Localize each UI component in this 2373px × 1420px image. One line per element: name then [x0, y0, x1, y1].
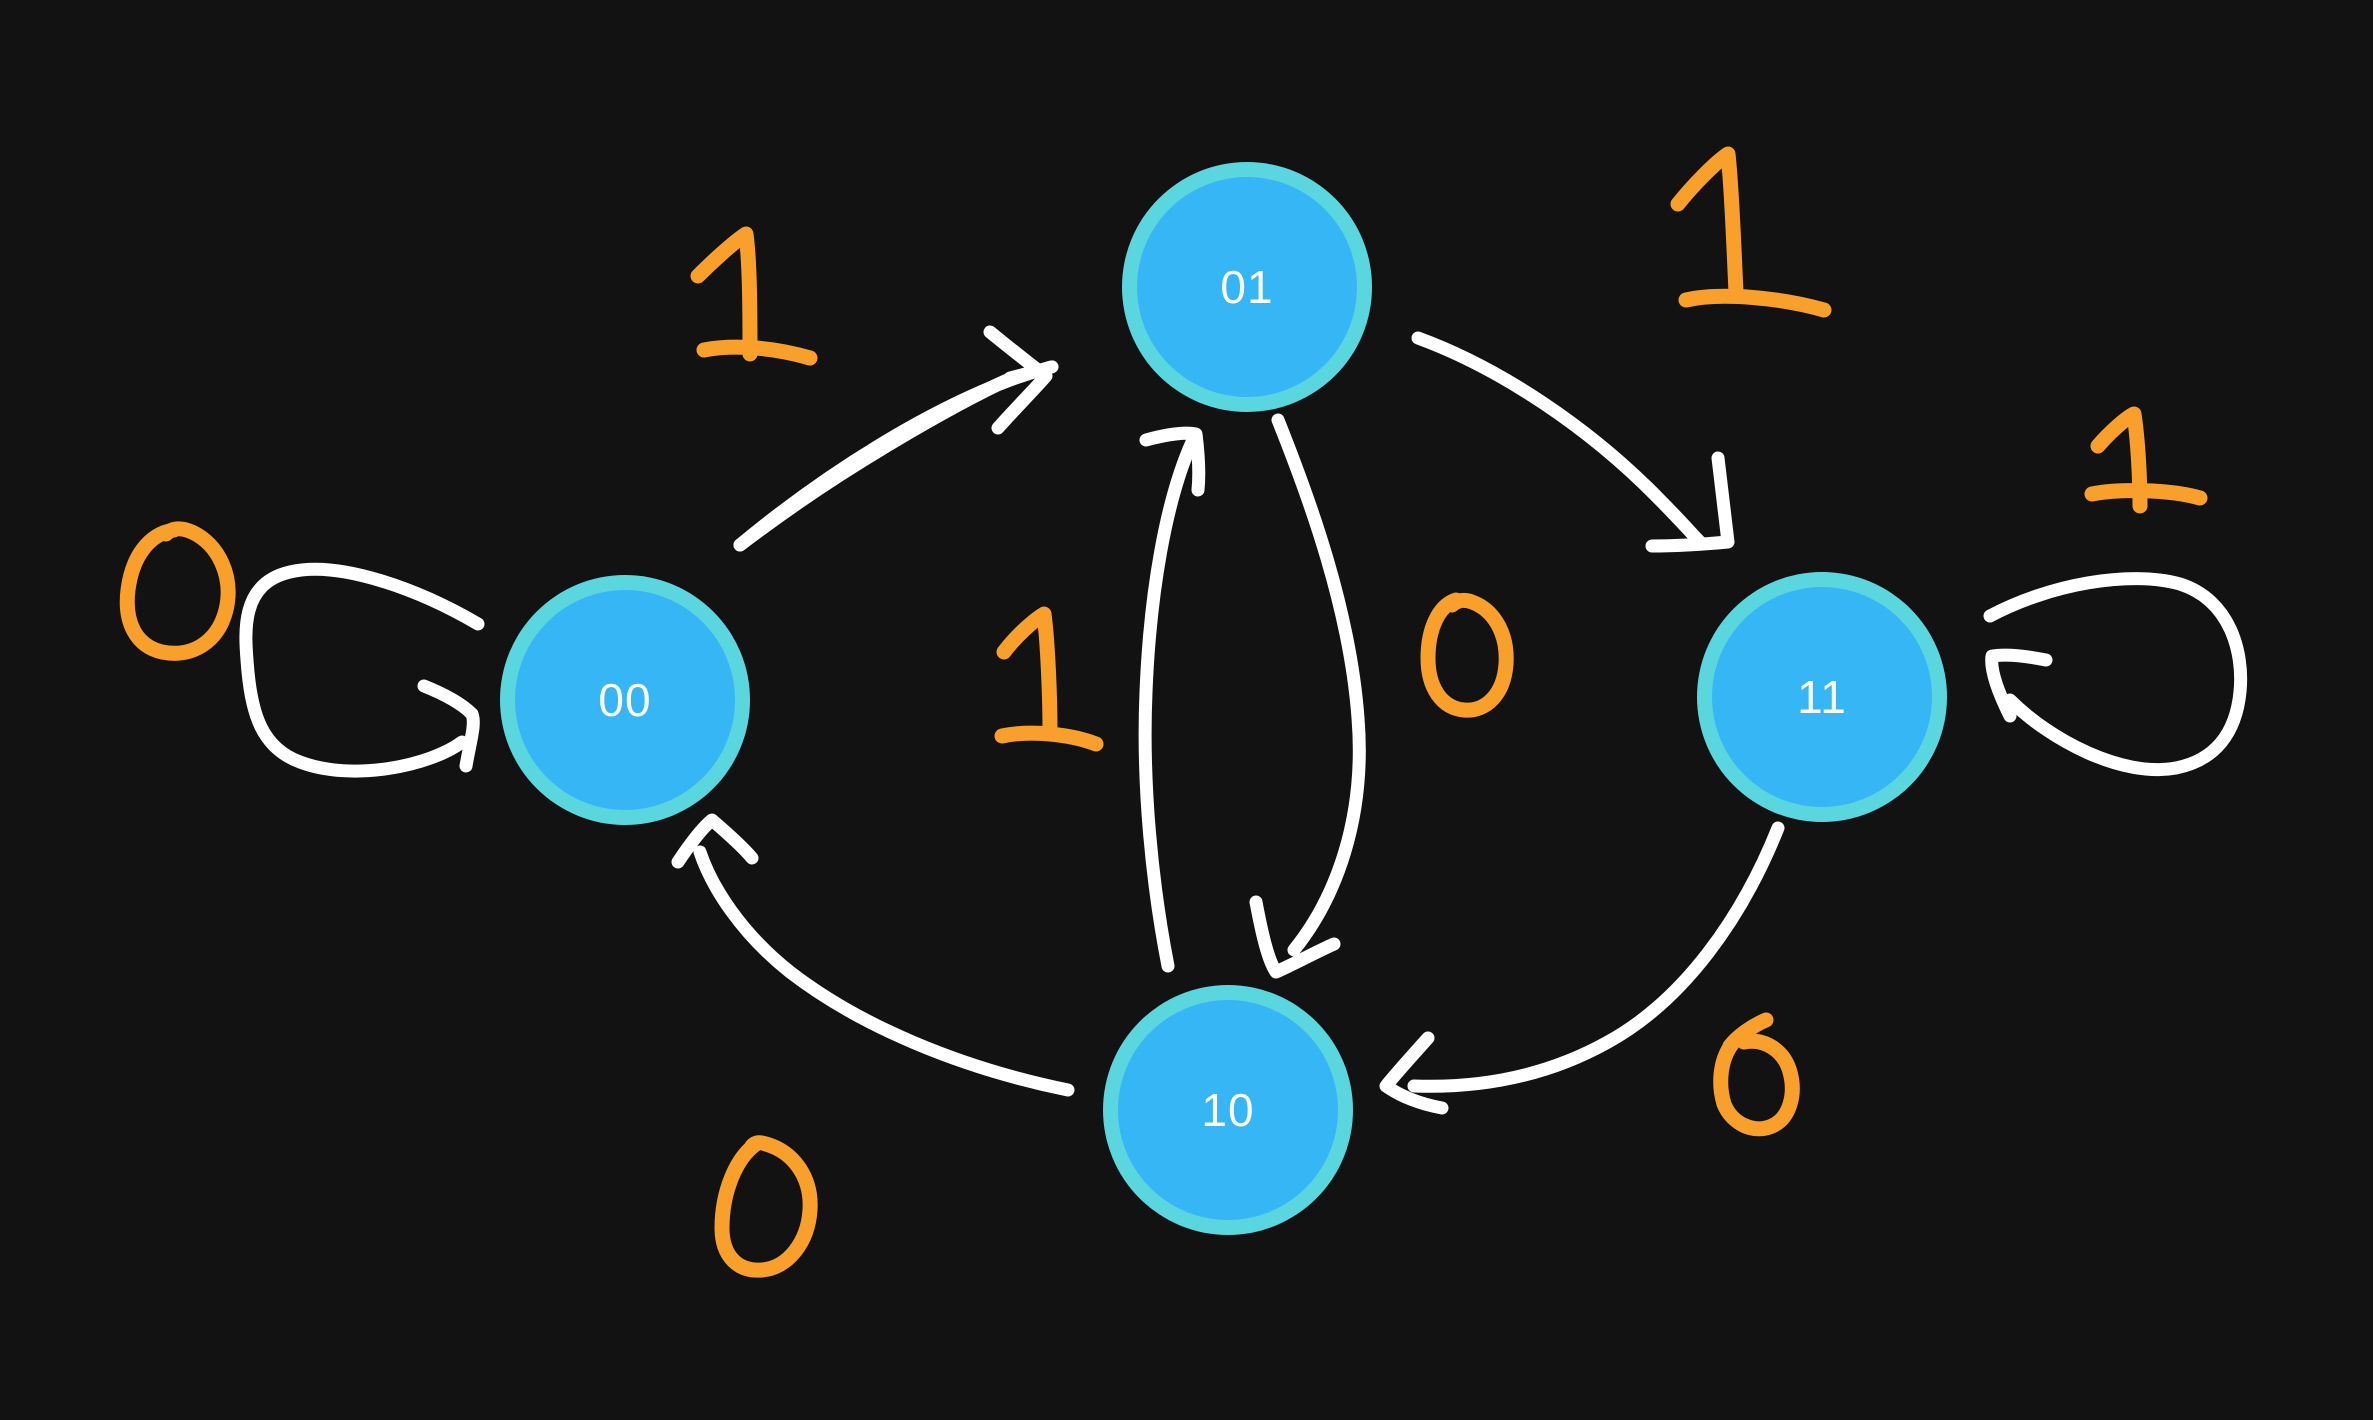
edge-label-11-self-one: [2084, 406, 2208, 514]
edge-label-01-to-11-one: [1670, 146, 1832, 318]
edge-label-01-to-10-zero: [1420, 592, 1514, 718]
node-01-fill: [1137, 177, 1357, 397]
edge-01-to-11-transition: [1411, 331, 1735, 553]
edge-00-to-00-self-loop: [239, 562, 485, 778]
edge-10-to-01-transition: [1138, 426, 1206, 973]
edge-00-to-01-transition: [733, 325, 1059, 552]
edge-label-11-to-10-zero: [1713, 1012, 1800, 1137]
state-node-00[interactable]: 00: [500, 575, 750, 825]
node-10-label: 10: [1201, 1084, 1254, 1136]
edge-11-to-10-transition: [1379, 821, 1785, 1115]
state-node-01[interactable]: 01: [1122, 162, 1372, 412]
state-node-11[interactable]: 11: [1697, 572, 1947, 822]
edge-label-00-to-01-one: [690, 226, 818, 366]
node-10-fill: [1118, 1000, 1338, 1220]
node-11-fill: [1712, 587, 1932, 807]
edge-label-10-to-01-one: [994, 606, 1104, 752]
edge-10-to-00-transition: [671, 813, 1075, 1097]
node-11-label: 11: [1797, 671, 1847, 723]
state-node-10[interactable]: 10: [1103, 985, 1353, 1235]
edge-label-00-self-zero: [119, 521, 236, 661]
edge-11-to-11-self-loop: [1983, 572, 2248, 776]
edge-01-to-10-transition: [1249, 413, 1366, 979]
node-00-label: 00: [598, 674, 651, 726]
edge-label-10-to-00-zero: [714, 1135, 818, 1278]
node-00-fill: [515, 590, 735, 810]
node-01-label: 01: [1220, 261, 1273, 313]
